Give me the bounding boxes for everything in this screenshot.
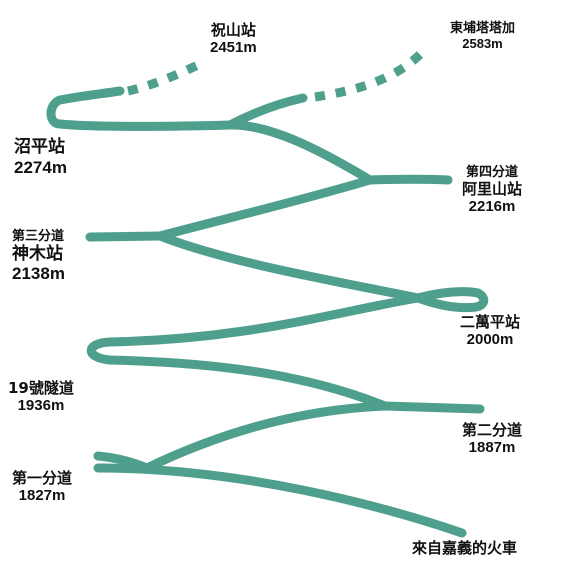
station-name: 阿里山站 xyxy=(462,179,523,198)
label-tunnel19: 19號隧道 1936m xyxy=(8,379,74,415)
track-second-to-tunnel19 xyxy=(86,293,423,411)
track-to-dongpu xyxy=(225,93,308,130)
station-elevation: 1936m xyxy=(17,397,65,415)
label-origin: 來自嘉義的火車 xyxy=(412,539,518,557)
track-dashed-to-dongpu xyxy=(314,44,430,102)
station-name: 二萬平站 xyxy=(460,313,521,331)
track-shenmu-spur xyxy=(85,231,165,242)
station-name: 第二分道 xyxy=(462,421,523,439)
label-first-junction: 第一分道 1827m xyxy=(12,469,73,505)
station-elevation: 2000m xyxy=(466,331,514,349)
track-alishan-to-zhaoping xyxy=(46,86,375,185)
station-elevation: 1827m xyxy=(18,487,66,505)
station-elevation: 1887m xyxy=(468,439,516,457)
junction-name: 第三分道 xyxy=(12,229,65,244)
origin-label: 來自嘉義的火車 xyxy=(412,539,518,557)
label-erwanping: 二萬平站 2000m xyxy=(460,313,521,349)
track-from-chiayi xyxy=(93,463,467,538)
label-zhushan: 祝山站 2451m xyxy=(210,21,257,57)
station-name: 第一分道 xyxy=(12,469,73,487)
station-name: 東埔塔塔加 xyxy=(450,21,516,36)
station-name: 沼平站 xyxy=(14,137,65,157)
station-elevation: 2583m xyxy=(462,35,503,51)
station-elevation: 2451m xyxy=(210,39,257,57)
track-shenmu-to-alishan xyxy=(155,175,375,241)
station-elevation: 2274m xyxy=(14,157,67,177)
track-dashed-to-zhushan xyxy=(126,59,202,96)
label-zhaoping: 沼平站 2274m xyxy=(14,137,67,177)
erwanping-loop xyxy=(413,287,489,313)
station-elevation: 2138m xyxy=(12,264,65,284)
junction-name: 第四分道 xyxy=(466,165,519,180)
station-elevation: 2216m xyxy=(468,198,516,216)
station-name: 祝山站 xyxy=(210,21,256,39)
track-first-to-second xyxy=(142,401,485,473)
track-alishan-spur xyxy=(365,174,453,185)
station-name: 神木站 xyxy=(12,243,63,264)
label-shenmu: 第三分道 神木站 2138m xyxy=(12,229,65,284)
label-second-junction: 第二分道 1887m xyxy=(462,421,523,457)
station-name: 19號隧道 xyxy=(8,379,74,397)
track-erwanping-to-shenmu xyxy=(155,231,423,303)
label-alishan: 第四分道 阿里山站 2216m xyxy=(462,165,523,216)
label-dongpu: 東埔塔塔加 2583m xyxy=(450,21,516,52)
